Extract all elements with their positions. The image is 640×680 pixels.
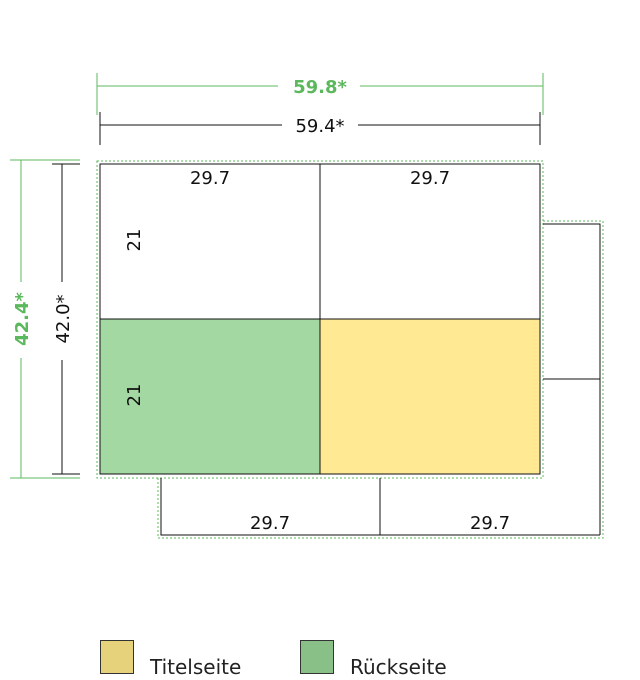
bottom-flap-left-width-label: 29.7 [250, 513, 290, 534]
top-right-width-label: 29.7 [410, 168, 450, 189]
bleed-width-label: 59.8* [293, 77, 347, 98]
bleed-height-label: 42.4* [12, 292, 33, 346]
left-upper-height-label: 21 [124, 229, 145, 252]
trim-height-label: 42.0* [53, 294, 74, 343]
right-flap-upper [543, 223, 601, 380]
left-lower-height-label: 21 [124, 384, 145, 407]
legend-back-swatch [300, 640, 334, 674]
panel-top-right [319, 163, 541, 320]
panel-front-cover [319, 318, 541, 475]
right-flap-lower [543, 378, 601, 535]
legend-front-label: Titelseite [150, 655, 242, 679]
panel-back-cover [99, 318, 321, 475]
main-sheet-bleed-outline [96, 160, 544, 479]
legend: Titelseite Rückseite [0, 640, 640, 680]
top-left-width-label: 29.7 [190, 168, 230, 189]
trim-width-label: 59.4* [295, 116, 344, 137]
trim-width-dimension: 59.4* [99, 112, 541, 145]
legend-back-label: Rückseite [350, 655, 447, 679]
legend-front-swatch [100, 640, 134, 674]
bleed-width-dimension: 59.8* [96, 73, 544, 115]
bleed-height-dimension: 42.4* [10, 159, 80, 479]
trim-height-dimension: 42.0* [52, 163, 80, 475]
flap-bleed-outline [157, 220, 604, 539]
bottom-flap-right-width-label: 29.7 [470, 513, 510, 534]
bottom-flap-outline [160, 478, 600, 536]
